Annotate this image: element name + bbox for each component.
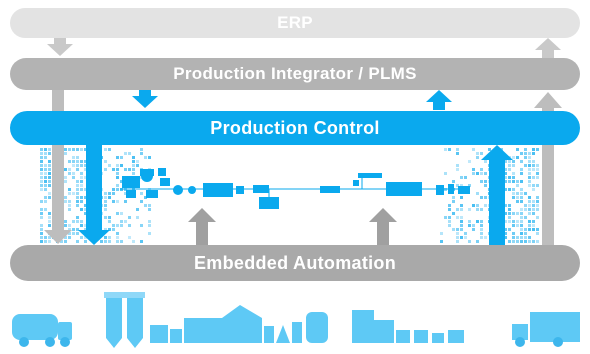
arrow-embedded-up-2 xyxy=(369,208,397,245)
filling-machine-icon xyxy=(352,310,464,343)
production-control-label: Production Control xyxy=(210,117,380,138)
arrow-production-control-to-embedded xyxy=(78,145,110,245)
arrow-production-control-to-plms xyxy=(426,90,452,110)
tanker-truck-icon xyxy=(12,314,72,347)
embedded-automation-label: Embedded Automation xyxy=(193,252,397,273)
production-control-layer: Production Control xyxy=(10,111,580,145)
processing-line-icon xyxy=(150,305,328,343)
arrow-plms-to-erp xyxy=(535,38,561,60)
pixel-cloud-left xyxy=(40,148,151,243)
embedded-automation-layer: Embedded Automation xyxy=(10,245,580,281)
equipment-silhouettes xyxy=(12,292,580,348)
arrow-embedded-to-production-control xyxy=(481,145,513,245)
silos-icon xyxy=(104,292,145,348)
plms-layer: Production Integrator / PLMS xyxy=(10,58,580,90)
arrow-embedded-up-1 xyxy=(188,208,216,245)
pixel-cloud-right xyxy=(440,148,539,243)
process-schematic xyxy=(120,168,470,209)
arrow-plms-to-production-control xyxy=(132,88,158,108)
erp-layer: ERP xyxy=(10,8,580,38)
delivery-truck-icon xyxy=(512,312,580,347)
plms-label: Production Integrator / PLMS xyxy=(173,64,417,83)
erp-label: ERP xyxy=(277,13,313,32)
